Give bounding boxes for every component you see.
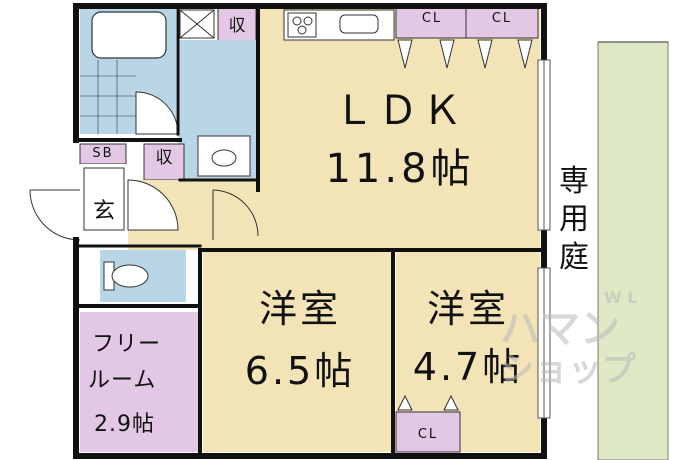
closet-top-right bbox=[465, 7, 539, 39]
utility-box-cross bbox=[179, 9, 215, 39]
free-room-size: 2.9帖 bbox=[94, 412, 155, 437]
closet-label: CL bbox=[421, 11, 443, 26]
ldk-name: ＬＤＫ bbox=[334, 88, 466, 134]
free-room-line1: フリー bbox=[92, 332, 162, 357]
closet-top-left bbox=[395, 7, 467, 39]
western2-size: 4.7帖 bbox=[412, 345, 524, 389]
door-arc bbox=[29, 189, 81, 241]
burner-icon bbox=[292, 16, 302, 26]
toilet-bowl-icon bbox=[111, 264, 149, 288]
burner-icon bbox=[303, 16, 313, 26]
bathtub-icon bbox=[91, 11, 167, 59]
door-swing-icon bbox=[439, 39, 455, 69]
storage-label: 収 bbox=[228, 16, 246, 36]
door-swing-icon bbox=[397, 39, 413, 69]
stove-icon bbox=[287, 12, 317, 38]
door-swing-icon bbox=[443, 394, 459, 411]
garden-label-1: 専 bbox=[559, 164, 589, 199]
garden-area bbox=[597, 41, 669, 460]
watermark-line1: ハマン bbox=[500, 306, 620, 352]
closet-bottom bbox=[395, 411, 461, 453]
shoe-box-label: SB bbox=[92, 146, 114, 161]
storage-mid bbox=[143, 143, 185, 181]
burner-icon bbox=[297, 25, 307, 35]
garden-label-2: 用 bbox=[559, 202, 589, 237]
door-swing-icon bbox=[397, 394, 413, 411]
entrance-step bbox=[83, 167, 125, 231]
ldk-floor bbox=[258, 8, 540, 248]
door-swing-icon bbox=[477, 39, 493, 69]
storage-label: 収 bbox=[155, 148, 173, 168]
garden-label-3: 庭 bbox=[559, 240, 589, 275]
washbasin-bowl-icon bbox=[211, 149, 237, 167]
western1-name: 洋室 bbox=[258, 287, 341, 331]
western1-size: 6.5帖 bbox=[244, 349, 356, 393]
closet-label: CL bbox=[417, 427, 439, 442]
door-swing-icon bbox=[517, 39, 533, 69]
ldk-size: 11.8帖 bbox=[325, 146, 475, 192]
free-room-floor bbox=[80, 312, 198, 452]
tile-grid bbox=[80, 60, 136, 134]
entrance-label: 玄 bbox=[92, 199, 115, 224]
door-arc bbox=[212, 189, 259, 237]
western1-floor bbox=[203, 252, 391, 452]
door-arc bbox=[127, 179, 179, 231]
closet-label: CL bbox=[491, 11, 513, 26]
free-room-line2: ルーム bbox=[88, 368, 157, 393]
western2-name: 洋室 bbox=[426, 287, 509, 331]
windows bbox=[537, 59, 551, 419]
watermark-line2: ショップ bbox=[500, 350, 636, 390]
sink-icon bbox=[339, 14, 379, 34]
watermark-sub: W L bbox=[604, 288, 638, 307]
